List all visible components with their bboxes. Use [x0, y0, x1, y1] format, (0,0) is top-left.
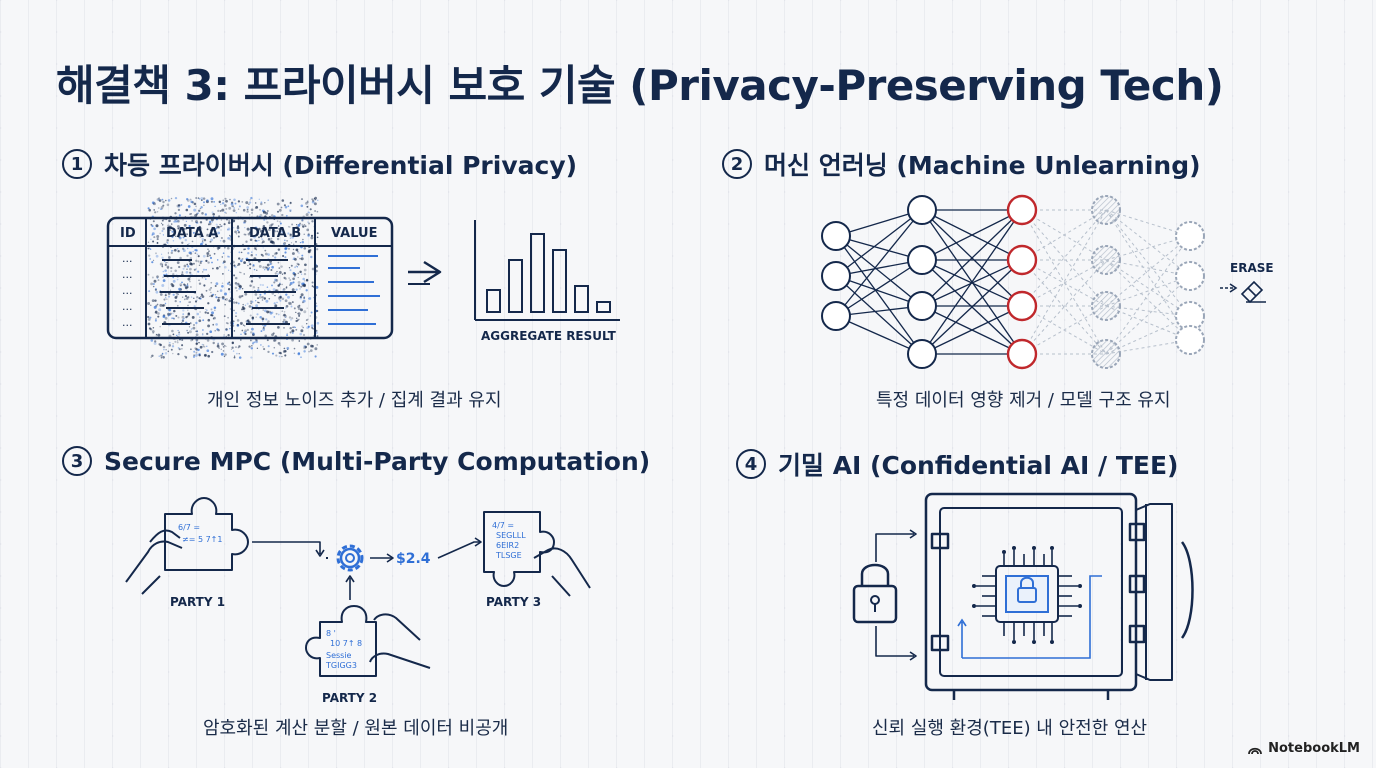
eraser-icon [1240, 280, 1266, 304]
confidential-ai-vault [852, 492, 1194, 700]
section-3-number: 3 [62, 446, 92, 476]
row-id: ... [122, 284, 133, 297]
section-4-number: 4 [736, 449, 766, 479]
section-3-caption: 암호화된 계산 분할 / 원본 데이터 비공개 [203, 718, 509, 739]
section-2-number: 2 [722, 149, 752, 179]
brand-logo: NotebookLM [1247, 741, 1360, 756]
svg-text:4/7 =: 4/7 = [492, 521, 514, 530]
section-2-title: 2 머신 언러닝 (Machine Unlearning) [722, 146, 1201, 182]
page-title: 해결책 3: 프라이버시 보호 기술 (Privacy-Preserving T… [56, 61, 1224, 110]
party-3-puzzle-icon [483, 511, 555, 587]
erased-neuron [1006, 338, 1038, 370]
header-data-a: DATA A [166, 226, 218, 241]
padlock-icon [852, 563, 898, 624]
party-1-hand-icon [125, 529, 183, 595]
erase-label: ERASE [1230, 261, 1274, 275]
erased-neuron [1006, 194, 1038, 226]
differential-privacy-illustration: ID DATA A DATA B VALUE ... ... ... ... .… [106, 196, 620, 359]
gear-icon [336, 544, 364, 572]
svg-text:Sessie: Sessie [326, 651, 352, 660]
neuron [907, 291, 937, 321]
neuron [1091, 245, 1121, 275]
section-2-caption: 특정 데이터 영향 제거 / 모델 구조 유지 [876, 390, 1171, 411]
party-2-label: PARTY 2 [322, 691, 377, 705]
row-id: ... [122, 268, 133, 281]
section-1-heading: 차등 프라이버시 (Differential Privacy) [104, 151, 578, 180]
section-1-caption: 개인 정보 노이즈 추가 / 집계 결과 유지 [207, 390, 502, 411]
party-3-label: PARTY 3 [486, 595, 541, 609]
noise-dots [147, 196, 320, 359]
neuron [1091, 195, 1121, 225]
neuron [907, 195, 937, 225]
notebooklm-logo-icon [1248, 747, 1263, 754]
party-2-puzzle-icon [305, 605, 377, 677]
svg-text:6/7 =: 6/7 = [178, 523, 200, 532]
party-2-hand-icon [369, 613, 431, 669]
aggregate-result-label: AGGREGATE RESULT [481, 329, 617, 343]
section-4-title: 4 기밀 AI (Confidential AI / TEE) [736, 446, 1178, 482]
vault-door [1135, 503, 1173, 681]
neuron [907, 339, 937, 369]
party-1-puzzle-icon [164, 497, 249, 571]
section-1-number: 1 [62, 149, 92, 179]
brand-name: NotebookLM [1268, 741, 1360, 756]
neuron [1091, 291, 1121, 321]
svg-text:8 ': 8 ' [326, 629, 336, 638]
party-3-hand-icon [533, 547, 591, 597]
erased-neuron [1006, 290, 1038, 322]
machine-unlearning-network: ERASE [821, 194, 1274, 370]
section-4-caption: 신뢰 실행 환경(TEE) 내 안전한 연산 [872, 718, 1148, 739]
svg-text:TLSGE: TLSGE [495, 551, 522, 560]
neuron [907, 245, 937, 275]
svg-text:TGIGG3: TGIGG3 [325, 661, 357, 670]
header-id: ID [120, 226, 136, 241]
row-id: ... [122, 316, 133, 329]
neuron [1091, 339, 1121, 369]
party-1-label: PARTY 1 [170, 595, 225, 609]
section-3-heading: Secure MPC (Multi-Party Computation) [104, 446, 651, 476]
section-3-title: 3 Secure MPC (Multi-Party Computation) [62, 446, 650, 476]
row-id: ... [122, 300, 133, 313]
svg-text:10 7↑ 8: 10 7↑ 8 [330, 639, 362, 648]
neuron [1175, 261, 1205, 291]
neuron [821, 221, 851, 251]
svg-text:SEGLLL: SEGLLL [496, 531, 526, 540]
section-1-title: 1 차등 프라이버시 (Differential Privacy) [62, 146, 577, 182]
neuron [821, 301, 851, 331]
neuron [1175, 221, 1205, 251]
section-4-heading: 기밀 AI (Confidential AI / TEE) [778, 451, 1179, 480]
header-data-b: DATA B [249, 226, 301, 241]
neuron [821, 261, 851, 291]
mpc-result-value: $2.4 [396, 551, 431, 567]
row-id: ... [122, 252, 133, 265]
svg-text:≠= 5 7↑1: ≠= 5 7↑1 [182, 535, 222, 544]
svg-text:6EIR2: 6EIR2 [496, 541, 519, 550]
header-value: VALUE [331, 226, 378, 241]
erased-neuron [1006, 244, 1038, 276]
cpu-chip-icon [972, 546, 1082, 644]
neuron [1175, 325, 1205, 355]
section-2-heading: 머신 언러닝 (Machine Unlearning) [764, 151, 1201, 180]
